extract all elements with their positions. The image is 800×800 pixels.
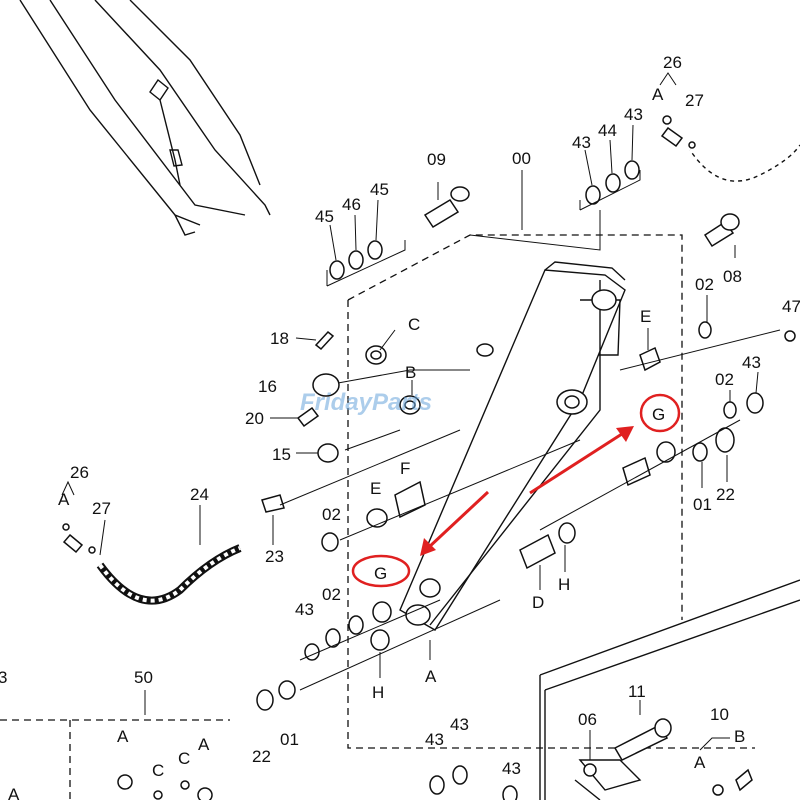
callout-g2: G [374, 564, 387, 583]
lower-right-assembly [429, 579, 800, 800]
callout-45b: 45 [370, 180, 389, 199]
callout-a2: A [58, 490, 70, 509]
callout-26a: 26 [663, 53, 682, 72]
callout-a7: A [8, 785, 20, 800]
callout-06: 06 [578, 710, 597, 729]
callout-d: D [532, 593, 544, 612]
callout-01a: 01 [693, 495, 712, 514]
callout-g1: G [652, 405, 665, 424]
callout-43f: 43 [450, 715, 469, 734]
detail-box-50 [117, 690, 213, 800]
highlight-annotations [351, 393, 681, 588]
red-arrow-right [529, 430, 626, 495]
callout-3: 3 [0, 668, 7, 687]
callout-02a: 02 [695, 275, 714, 294]
callout-a6: A [198, 735, 210, 754]
highlight-ellipse-g-left [351, 554, 411, 588]
hose-top-right [659, 72, 800, 342]
callout-c1: C [408, 315, 420, 334]
callout-00: 00 [512, 149, 531, 168]
hose-left [61, 429, 461, 605]
middle-bushings [321, 321, 781, 552]
callout-43a: 43 [572, 133, 591, 152]
callout-24: 24 [190, 485, 209, 504]
callout-47: 47 [782, 297, 800, 316]
highlight-ellipse-g-right [639, 393, 681, 433]
pin-09 [423, 182, 470, 229]
washers-top-right [469, 124, 641, 251]
callout-01b: 01 [280, 730, 299, 749]
callout-11: 11 [628, 682, 646, 701]
callout-26b: 26 [70, 463, 89, 482]
leader-lines [99, 170, 759, 678]
callout-43c: 43 [742, 353, 761, 372]
callout-27a: 27 [685, 91, 704, 110]
callout-20: 20 [245, 409, 264, 428]
callout-43e: 43 [425, 730, 444, 749]
boom-body [399, 261, 626, 631]
pin-08 [703, 213, 740, 258]
red-arrow-left [426, 490, 490, 550]
right-parts [519, 392, 764, 570]
callout-23: 23 [265, 547, 284, 566]
callout-h1: H [372, 683, 384, 702]
callout-44: 44 [598, 121, 617, 140]
callout-a3: A [425, 667, 437, 686]
watermark-text: FridayParts [300, 389, 432, 416]
callout-46: 46 [342, 195, 361, 214]
callout-02d: 02 [322, 585, 341, 604]
lower-bushings [256, 599, 501, 711]
callout-e2: E [370, 479, 381, 498]
callout-22a: 22 [716, 485, 735, 504]
callout-e1: E [640, 307, 651, 326]
left-parts [270, 329, 470, 463]
callout-02b: 02 [715, 370, 734, 389]
callout-43g: 43 [502, 759, 521, 778]
callout-22b: 22 [252, 747, 271, 766]
callout-b1: B [405, 363, 416, 382]
callout-09: 09 [427, 150, 446, 169]
callout-27b: 27 [92, 499, 111, 518]
callout-labels: 00 09 08 45 46 45 43 44 43 26 A 27 47 18… [0, 53, 800, 800]
arm-frame-drawing [19, 0, 271, 236]
callout-50: 50 [134, 668, 153, 687]
callout-08: 08 [723, 267, 742, 286]
callout-43b: 43 [624, 105, 643, 124]
callout-a5: A [117, 727, 129, 746]
callout-a4: A [694, 753, 706, 772]
callout-b2: B [734, 727, 745, 746]
callout-c2: C [152, 761, 164, 780]
callout-a1: A [652, 85, 664, 104]
callout-16: 16 [258, 377, 277, 396]
callout-f: F [400, 459, 410, 478]
callout-45a: 45 [315, 207, 334, 226]
callout-c3: C [178, 749, 190, 768]
callout-10: 10 [710, 705, 729, 724]
callout-43d: 43 [295, 600, 314, 619]
callout-18: 18 [270, 329, 289, 348]
callout-15: 15 [272, 445, 291, 464]
washers-top-left [326, 199, 406, 287]
callout-02c: 02 [322, 505, 341, 524]
callout-h2: H [558, 575, 570, 594]
